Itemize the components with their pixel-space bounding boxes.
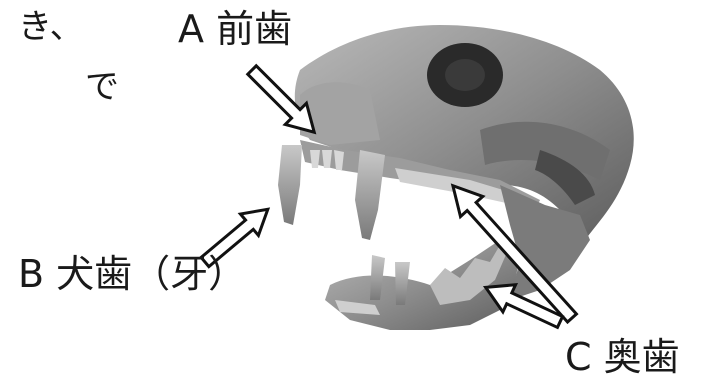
upper-canine-right bbox=[355, 150, 385, 240]
label-a-incisors: A 前歯 bbox=[178, 10, 292, 48]
lower-jaw bbox=[325, 240, 520, 330]
label-b-canine: B 犬歯（牙） bbox=[18, 255, 246, 293]
label-c-molars: C 奥歯 bbox=[565, 338, 680, 376]
upper-canine-left bbox=[278, 145, 302, 225]
